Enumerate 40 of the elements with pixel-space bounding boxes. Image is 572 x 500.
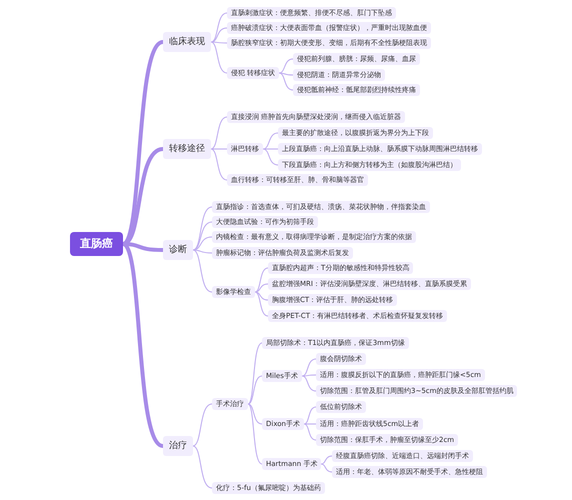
topic-box: 转移途径 bbox=[163, 139, 211, 159]
branch-line bbox=[262, 148, 278, 150]
branch-line bbox=[302, 358, 316, 376]
branch-line bbox=[192, 404, 212, 446]
branch-line bbox=[248, 342, 262, 404]
topic-box: 临床表现 bbox=[163, 32, 211, 52]
branch-line bbox=[210, 148, 228, 150]
branch-line bbox=[262, 148, 278, 166]
branch-line bbox=[192, 222, 212, 250]
branch-line bbox=[302, 376, 316, 392]
branch-line bbox=[210, 42, 228, 74]
branch-line bbox=[248, 404, 262, 464]
branch-line bbox=[262, 132, 278, 150]
branch-line bbox=[278, 72, 294, 90]
branch-line bbox=[304, 406, 316, 424]
branch-line bbox=[192, 250, 212, 254]
branch-line bbox=[192, 236, 212, 250]
branch-line bbox=[210, 148, 228, 180]
branch-line bbox=[210, 28, 228, 42]
branch-line bbox=[210, 116, 228, 150]
branch-line bbox=[254, 292, 268, 316]
branch-line bbox=[248, 404, 262, 424]
branch-line bbox=[302, 374, 316, 376]
branch-line bbox=[278, 72, 294, 76]
branch-line bbox=[304, 424, 316, 440]
topic-box: 诊断 bbox=[163, 240, 193, 260]
branch-line bbox=[278, 58, 294, 74]
branch-line bbox=[320, 456, 332, 464]
topic-box: 治疗 bbox=[163, 436, 193, 456]
branch-line bbox=[254, 284, 268, 292]
root-topic-box: 直肠癌 bbox=[70, 232, 123, 256]
branch-line bbox=[254, 268, 268, 292]
branch-line bbox=[210, 42, 228, 44]
branch-line bbox=[254, 292, 268, 300]
branch-line bbox=[192, 206, 212, 250]
branch-line bbox=[248, 376, 262, 404]
branch-line bbox=[210, 12, 228, 42]
branch-line bbox=[192, 446, 212, 488]
branch-line bbox=[320, 464, 332, 472]
branch-line bbox=[192, 250, 212, 292]
